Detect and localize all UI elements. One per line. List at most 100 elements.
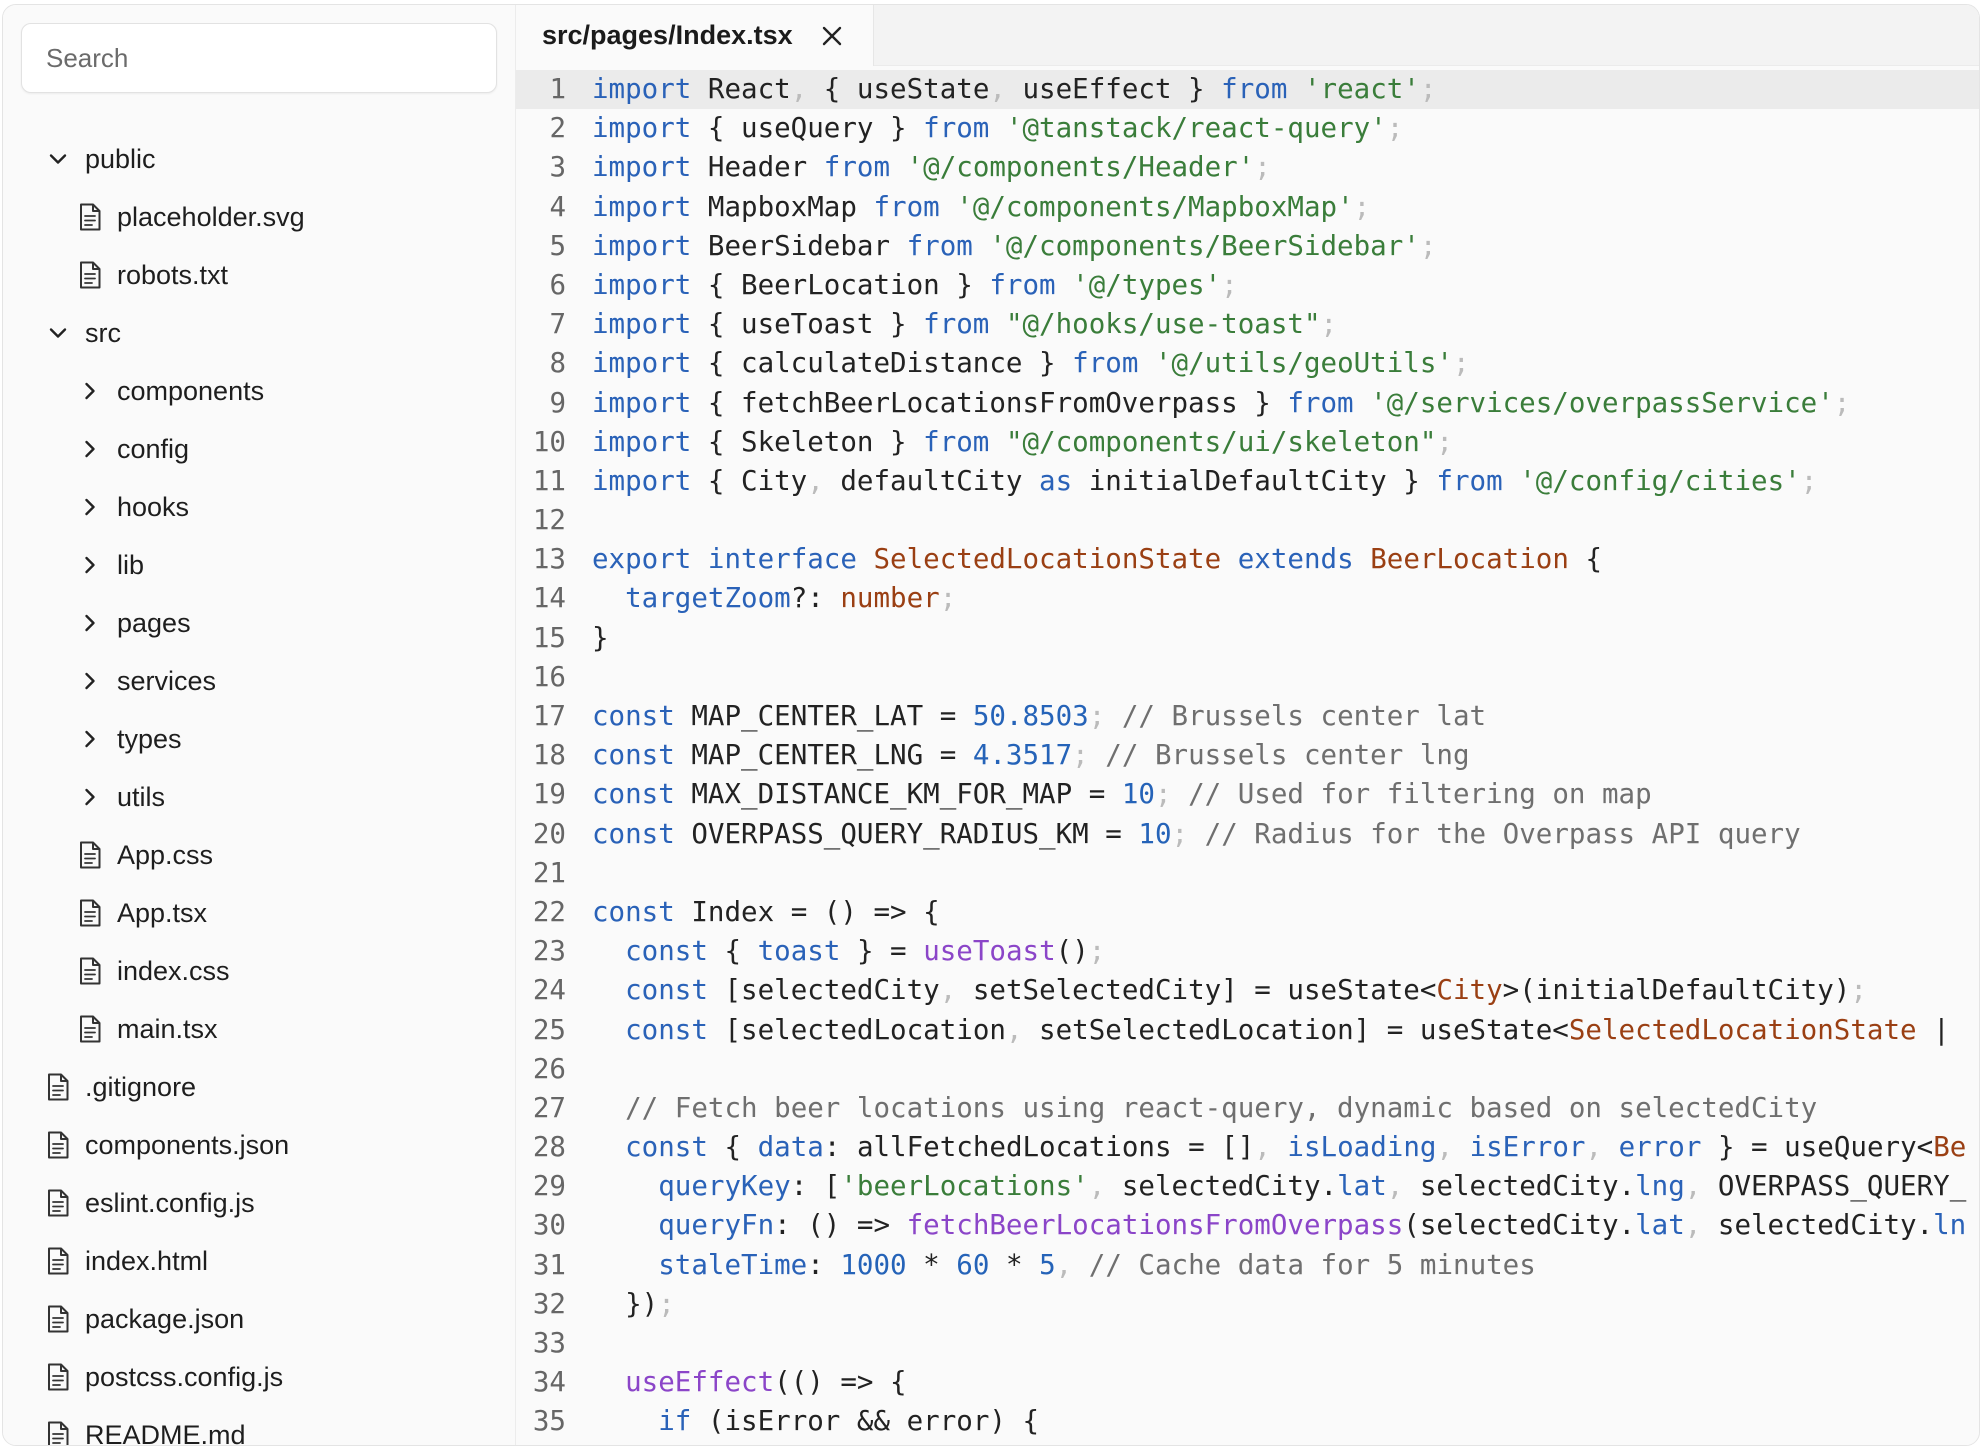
file-item[interactable]: App.tsx [3,884,515,942]
code-line[interactable]: 31 staleTime: 1000 * 60 * 5, // Cache da… [516,1246,1979,1285]
editor-tab[interactable]: src/pages/Index.tsx [516,5,874,66]
code-text: if (isError && error) { [592,1402,1039,1441]
code-token: from [1436,464,1503,497]
code-line[interactable]: 25 const [selectedLocation, setSelectedL… [516,1011,1979,1050]
file-item[interactable]: .gitignore [3,1058,515,1116]
code-token [989,308,1006,340]
code-token: , [1088,1170,1106,1203]
file-item[interactable]: placeholder.svg [3,188,515,246]
code-line[interactable]: 29 queryKey: ['beerLocations', selectedC… [516,1167,1979,1206]
code-line[interactable]: 15} [516,619,1979,658]
file-item[interactable]: package.json [3,1290,515,1348]
file-item[interactable]: README.md [3,1406,515,1445]
folder-item[interactable]: public [3,130,515,188]
file-item[interactable]: robots.txt [3,246,515,304]
code-line[interactable]: 16 [516,658,1979,697]
file-item[interactable]: App.css [3,826,515,884]
code-token: from [989,268,1056,301]
code-line[interactable]: 27 // Fetch beer locations using react-q… [516,1089,1979,1128]
code-token: data [757,1131,824,1164]
code-line[interactable]: 30 queryFn: () => fetchBeerLocationsFrom… [516,1206,1979,1245]
code-token: ; [1452,347,1470,380]
search-input[interactable] [22,24,496,92]
file-item[interactable]: index.css [3,942,515,1000]
folder-item[interactable]: utils [3,768,515,826]
code-token: * [906,1248,957,1281]
close-icon[interactable] [817,21,847,51]
code-token: import [592,151,692,184]
code-token: const [592,739,675,772]
tree-item-label: src [85,317,121,348]
file-item[interactable]: postcss.config.js [3,1348,515,1406]
file-icon [77,202,103,232]
code-token: , [1055,1248,1073,1281]
file-item[interactable]: eslint.config.js [3,1174,515,1232]
folder-item[interactable]: components [3,362,515,420]
folder-item[interactable]: lib [3,536,515,594]
code-line[interactable]: 35 if (isError && error) { [516,1402,1979,1441]
code-token: import [592,464,692,497]
folder-item[interactable]: config [3,420,515,478]
code-token: // Radius for the Overpass API query [1204,817,1801,850]
code-token: import [592,112,692,145]
code-line[interactable]: 14 targetZoom?: number; [516,579,1979,618]
code-token: BeerLocation [1370,543,1569,576]
code-line[interactable]: 21 [516,854,1979,893]
code-token: , [790,73,808,105]
code-token: , [1005,1013,1023,1046]
file-icon [77,956,103,986]
code-token: { useToast } [691,308,924,341]
code-token: ; [939,582,957,615]
code-token: [selectedCity [707,974,940,1007]
code-line[interactable]: 33 [516,1324,1979,1363]
code-token: // Brussels center lng [1105,739,1470,772]
code-line[interactable]: 26 [516,1050,1979,1089]
code-token: 1000 [840,1248,907,1281]
tree-item-label: components.json [85,1129,290,1160]
file-item[interactable]: main.tsx [3,1000,515,1058]
code-token: | [1916,1013,1950,1046]
line-number: 29 [532,1170,566,1203]
line-number: 32 [532,1287,566,1320]
file-icon [45,1188,71,1218]
folder-item[interactable]: pages [3,594,515,652]
code-line[interactable]: 28 const { data: allFetchedLocations = [… [516,1128,1979,1167]
folder-item[interactable]: types [3,710,515,768]
code-token: [selectedLocation [707,1013,1006,1046]
file-item[interactable]: components.json [3,1116,515,1174]
code-line[interactable]: 34 useEffect(() => { [516,1363,1979,1402]
code-line[interactable]: 24 const [selectedCity, setSelectedCity]… [516,971,1979,1010]
file-item[interactable]: index.html [3,1232,515,1290]
line-number: 7 [549,308,566,341]
code-line[interactable]: 12 [516,501,1979,540]
code-line[interactable]: 23 const { toast } = useToast(); [516,932,1979,971]
code-line[interactable]: 32 }); [516,1285,1979,1324]
code-token: ; [1833,386,1851,419]
code-token: '@/components/BeerSidebar' [989,229,1420,262]
code-token [691,543,708,575]
tree-item-label: App.css [117,839,214,870]
folder-item[interactable]: src [3,304,515,362]
folder-item[interactable]: services [3,652,515,710]
code-token: ; [1386,112,1404,145]
code-token: const [625,1131,708,1164]
folder-item[interactable]: hooks [3,478,515,536]
